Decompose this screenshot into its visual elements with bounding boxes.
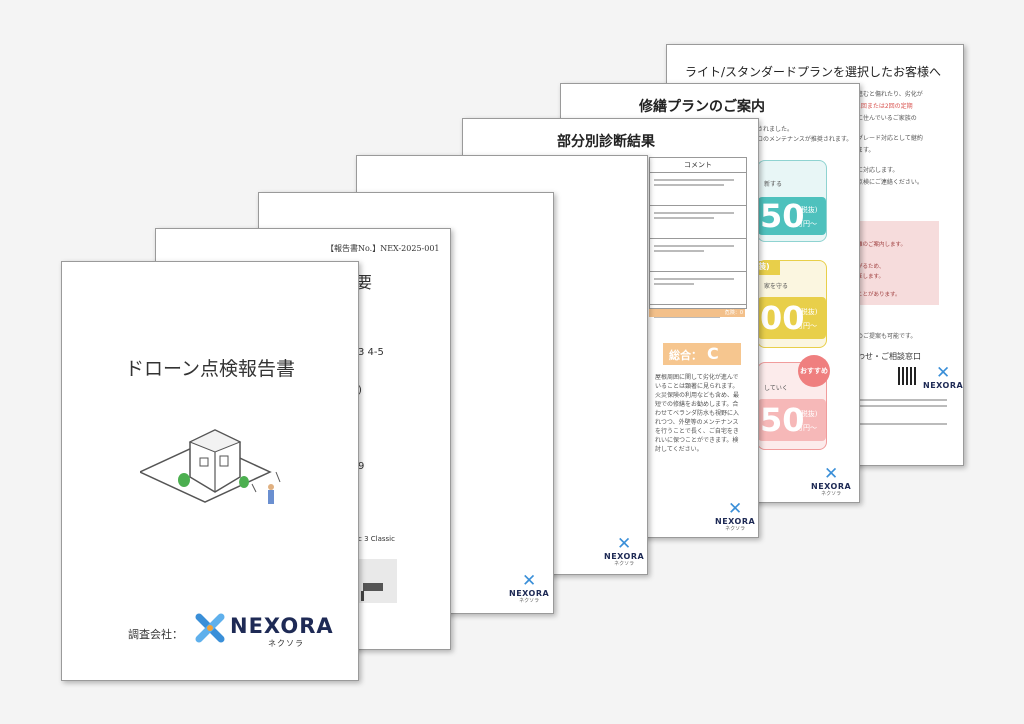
plan-card-3: おすすめ していく 50 (税抜) 万円～ (757, 355, 830, 450)
diagnosis-title: 部分別診断結果 (557, 134, 655, 150)
followup-title: ライト/スタンダードプランを選択したお客様へ (685, 65, 942, 79)
house-illustration (140, 429, 281, 504)
cover-page: ドローン点検報告書 調査会社： NEXORA ネクソラ (61, 261, 359, 681)
comment-header: コメント (650, 158, 746, 173)
followup-line2: 1回または2回の定期 (857, 103, 913, 110)
followup-line5: ます。 (857, 147, 875, 154)
qr-code (898, 367, 916, 385)
pink-line3: ほします。 (857, 274, 884, 280)
followup-line7: 点検にご連絡ください。 (857, 179, 923, 186)
report-number: 【報告書No.】NEX-2025-001 (326, 244, 440, 253)
contact-heading: わせ・ご相談窓口 (857, 352, 921, 361)
brand-logo: ✕ NEXORA ネクソラ (715, 499, 756, 533)
plan-card-2-price: 00 (760, 299, 805, 337)
overview-heading: 要 (356, 273, 373, 292)
plan-line1: されました。 (757, 126, 794, 133)
followup-line6: に対応します。 (857, 167, 899, 174)
address-fragment: 3 4-5 (358, 347, 384, 358)
total-grade-box: 総合： C (663, 343, 741, 365)
followup-line3: に住んでいるご家族の (857, 115, 917, 122)
followup-line1: 進むと傷れたり、劣化が (857, 91, 923, 98)
recommend-badge: おすすめ (798, 355, 830, 387)
proposal-text: のご提案も可能です。 (857, 333, 917, 340)
nexora-x-icon (194, 612, 226, 644)
pink-line2: がるため、 (857, 264, 885, 270)
plan-line2: ロのメンテナンスが推奨されます。 (757, 136, 853, 143)
pink-line4: ことがあります。 (857, 292, 901, 298)
drone-model: c 3 Classic (358, 535, 395, 543)
plan-title: 修繕プランのご案内 (639, 99, 765, 115)
followup-line4: グレード対応として継約 (857, 135, 923, 142)
comment-table: コメント (649, 157, 747, 318)
total-grade: C (707, 344, 719, 363)
brand-kana: ネクソラ (268, 639, 304, 648)
plan-card-1-price: 50 (760, 197, 805, 235)
company-label: 調査会社： (128, 628, 183, 641)
drone-photo (359, 559, 397, 603)
plan-card-3-price: 50 (760, 401, 805, 439)
plan-card-1: 新する 50 (税抜) 万円～ (757, 160, 827, 242)
brand-name: NEXORA (230, 614, 334, 638)
danger-bar: 危険：0 (649, 309, 745, 317)
brand-logo: ✕ NEXORA ネクソラ (811, 464, 852, 498)
brand-logo: ✕ NEXORA ネクソラ (604, 534, 645, 568)
pink-line1: 離のご案内します。 (857, 242, 906, 248)
cover-title: ドローン点検報告書 (124, 358, 296, 380)
brand-logo: ✕ NEXORA (923, 363, 964, 391)
plan-card-2: 装) 家を守る 00 (税抜) 万円～ (757, 260, 827, 348)
pink-notice-box: 離のご案内します。 がるため、 ほします。 ことがあります。 (855, 221, 939, 305)
diagnosis-summary: 屋根周囲に関して劣化が進んでいることは顕著に見られます。火災保険の利用なども含め… (655, 374, 740, 453)
brand-logo: ✕ NEXORA ネクソラ (509, 571, 550, 605)
